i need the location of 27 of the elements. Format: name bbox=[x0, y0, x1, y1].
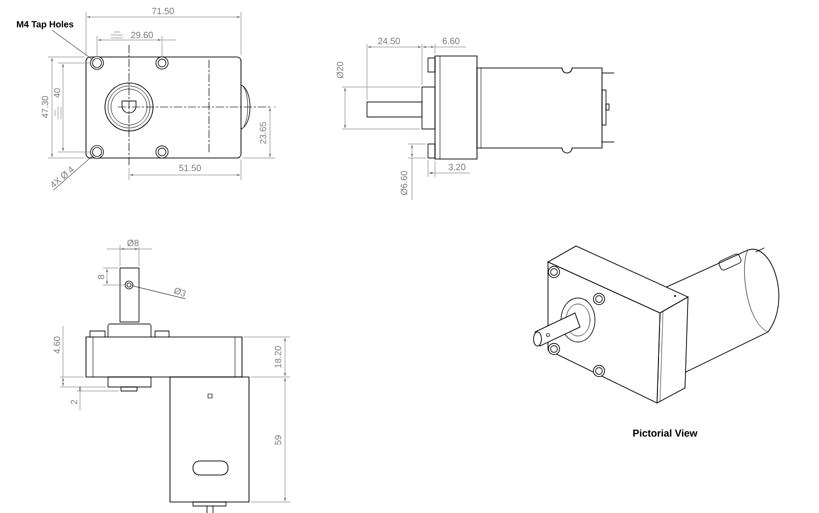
leader-line bbox=[132, 286, 186, 299]
leader-line bbox=[52, 30, 93, 60]
dimension-label: 4.60 bbox=[53, 336, 61, 354]
dimension-label: 47.30 bbox=[41, 95, 49, 119]
dimension-label: 40 bbox=[53, 88, 61, 98]
dimension-label: 59 bbox=[274, 434, 282, 446]
dimension-label: 2 bbox=[70, 399, 78, 405]
dimension-label: 3.20 bbox=[448, 163, 466, 171]
dimension-label: 6.60 bbox=[442, 37, 460, 45]
dimension-label: 29.60 bbox=[130, 31, 154, 39]
dimension-label: 18.20 bbox=[274, 345, 282, 369]
dimension-label: Ø8 bbox=[126, 239, 140, 247]
callout-text: 4X Ø 4 bbox=[52, 166, 74, 188]
dimension-label: Ø20 bbox=[336, 61, 344, 79]
view-caption: Pictorial View bbox=[633, 429, 698, 437]
dimension-label: 51.50 bbox=[178, 164, 202, 172]
leader-line bbox=[53, 156, 93, 190]
hole bbox=[90, 56, 104, 70]
hole bbox=[124, 280, 134, 290]
hole bbox=[90, 145, 104, 159]
dimension-label: 71.50 bbox=[151, 7, 175, 15]
callout-text: M4 Tap Holes bbox=[16, 20, 74, 30]
dimension-label: 24.50 bbox=[377, 37, 401, 45]
callout-text: Ø3 bbox=[174, 288, 186, 296]
dimension-label: Ø6.60 bbox=[400, 170, 408, 196]
dimension-label: 8 bbox=[97, 274, 105, 280]
dimension-label: 23.65 bbox=[259, 121, 267, 145]
